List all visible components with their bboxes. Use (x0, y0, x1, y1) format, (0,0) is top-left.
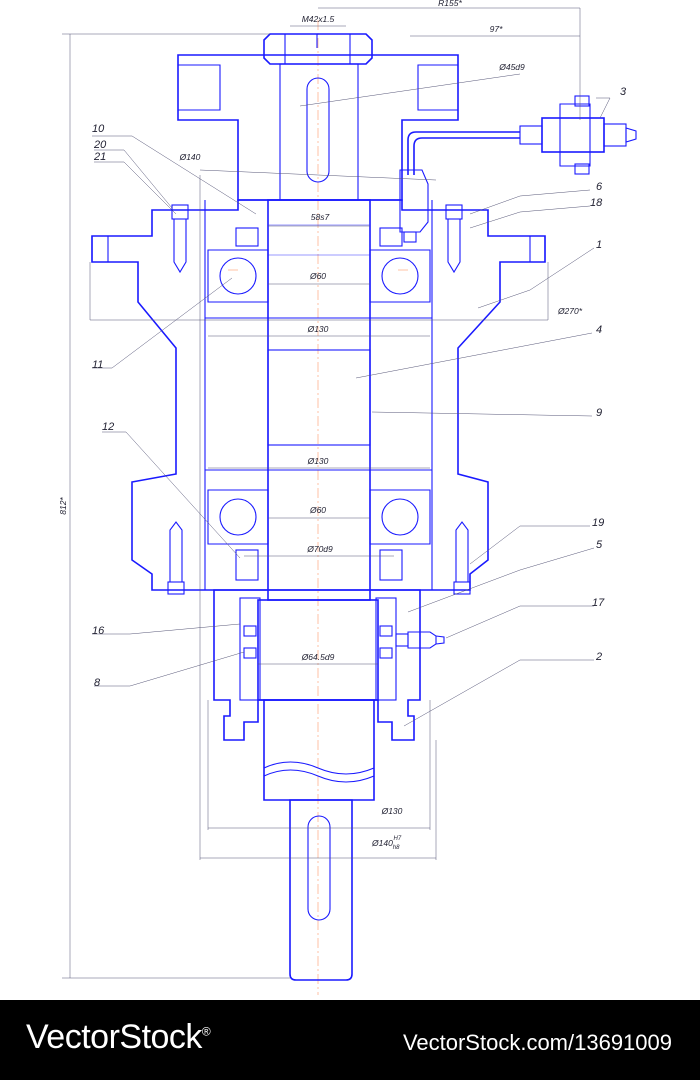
dim-flange: Ø270* (557, 306, 583, 316)
callout-10: 10 (92, 123, 105, 135)
callout-19: 19 (592, 517, 604, 529)
lower-cover (213, 589, 421, 741)
stock-url: VectorStock.com/13691009 (402, 1030, 672, 1055)
callout-6: 6 (596, 181, 603, 193)
dim-base-outer: Ø140h8 H7 (371, 836, 402, 851)
callout-21: 21 (93, 151, 106, 163)
dim-bore-top: Ø140 (179, 152, 201, 162)
dim-base-outer-sub: h8 (393, 845, 400, 851)
dim-fit: 58s7 (311, 212, 330, 222)
dimension-labels: M42x1.5 R155* 97* Ø45d9 Ø140 58s7 Ø60 Ø2… (58, 0, 583, 851)
main-housing (91, 199, 546, 591)
callout-4: 4 (596, 324, 602, 336)
callout-12: 12 (102, 421, 114, 433)
shaft (267, 199, 371, 601)
grease-fitting-17 (395, 631, 445, 649)
registered-mark: ® (201, 1024, 211, 1039)
leader-lines (92, 97, 611, 727)
callout-2: 2 (595, 651, 602, 663)
top-nut (263, 33, 373, 65)
callout-numbers: 3 10 20 21 6 18 1 4 11 9 12 19 5 17 16 2… (92, 86, 627, 689)
dim-base-outer-sup: H7 (393, 836, 401, 842)
dim-housing-lower: Ø130 (307, 456, 329, 466)
callout-5: 5 (596, 539, 603, 551)
dimension-lines (62, 7, 581, 979)
grease-fitting-3 (519, 95, 637, 175)
callout-16: 16 (92, 625, 105, 637)
brand-logo: VectorStock® (26, 1018, 211, 1057)
brand-name: VectorStock (26, 1018, 202, 1056)
assembly-drawing: M42x1.5 R155* 97* Ø45d9 Ø140 58s7 Ø60 Ø2… (58, 0, 637, 995)
dim-height: 812* (58, 497, 68, 515)
dim-bearing-upper: Ø60 (309, 271, 326, 281)
dim-shaft-top: Ø45d9 (498, 62, 525, 72)
lower-shaft (257, 599, 379, 981)
callout-9: 9 (596, 407, 602, 419)
bolts (167, 204, 471, 595)
callout-11: 11 (92, 359, 103, 371)
callout-17: 17 (592, 597, 605, 609)
callout-18: 18 (590, 197, 603, 209)
dim-base-outer-main: Ø140 (371, 838, 393, 848)
callout-3: 3 (620, 86, 627, 98)
dim-seal: Ø70d9 (306, 544, 333, 554)
bearing-lower (207, 489, 431, 545)
callout-20: 20 (93, 139, 107, 151)
dim-radius: R155* (438, 0, 462, 8)
dim-thread: M42x1.5 (302, 14, 335, 24)
seals (235, 227, 403, 581)
dim-offset: 97* (490, 24, 503, 34)
callout-1: 1 (596, 239, 602, 251)
lube-pipe (399, 131, 520, 243)
dim-sleeve: Ø64.5d9 (301, 652, 335, 662)
dim-housing-upper: Ø130 (307, 324, 329, 334)
callout-8: 8 (94, 677, 101, 689)
dim-base-inner: Ø130 (381, 806, 403, 816)
dim-bearing-lower: Ø60 (309, 505, 326, 515)
watermark-footer: VectorStock® VectorStock.com/13691009 (0, 1000, 700, 1080)
bearing-upper (207, 249, 431, 303)
